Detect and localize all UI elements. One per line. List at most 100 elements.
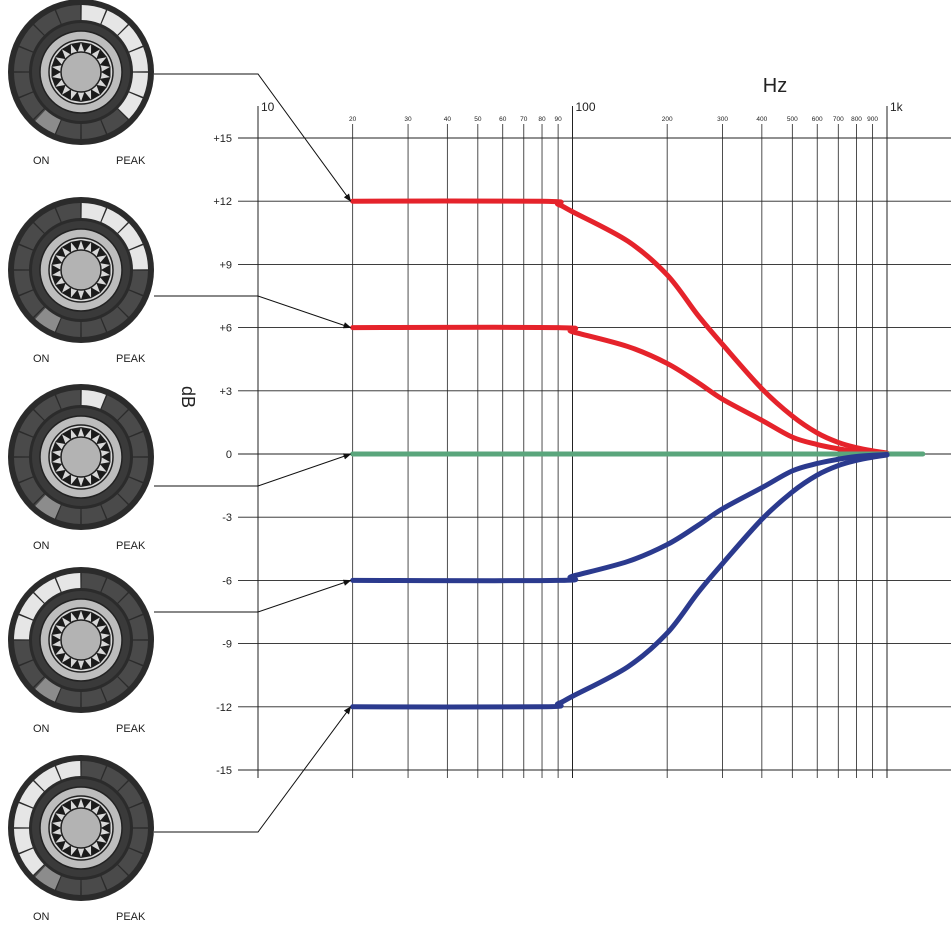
knob-led-segment: [19, 25, 44, 52]
knob-led-segment: [118, 848, 143, 875]
knob-led-segment: [101, 10, 128, 35]
knob-tooth: [96, 433, 108, 445]
x-major-tick-label: 1k: [890, 100, 904, 114]
knob-led-segment: [19, 660, 44, 687]
knob-led-segment: [101, 494, 128, 519]
knob-tooth: [96, 469, 108, 481]
knob-status-segment: [35, 495, 61, 519]
x-minor-tick-label: 200: [662, 116, 673, 123]
knob-tooth: [99, 462, 111, 473]
knob-led-segment: [81, 761, 106, 780]
x-minor-tick-label: 600: [812, 116, 823, 123]
knob-led-segment: [118, 410, 143, 437]
knob-peak-label: PEAK: [116, 540, 146, 552]
leader-line: [154, 453, 352, 487]
x-major-tick-label: 10: [261, 100, 275, 114]
knob-led-segment: [56, 203, 81, 222]
x-minor-tick-label: 500: [787, 116, 798, 123]
knob-peak-label: PEAK: [116, 155, 146, 167]
knob-led-segment: [129, 270, 148, 295]
y-tick-label: +6: [219, 323, 232, 335]
knob-tooth: [80, 91, 92, 102]
knob-tooth: [54, 433, 66, 445]
x-axis-label: Hz: [763, 75, 787, 97]
knob-led-segment: [101, 766, 128, 791]
knob-tooth: [96, 282, 108, 294]
knob-tooth: [61, 657, 71, 669]
knob-led-segment: [56, 318, 81, 337]
knob-tooth: [99, 645, 111, 656]
knob-led-segment: [34, 578, 61, 603]
knob-leader-lines: [154, 73, 352, 833]
x-minor-tick-label: 400: [756, 116, 767, 123]
knob-led-segment: [118, 25, 143, 52]
knob-tooth: [70, 240, 82, 251]
knob-tooth: [80, 847, 92, 858]
knob-tooth: [91, 845, 101, 857]
knob-tooth: [54, 84, 66, 96]
y-tick-label: -15: [216, 765, 232, 777]
knob-tooth: [54, 652, 66, 664]
knob-tooth: [96, 84, 108, 96]
leader-line: [154, 295, 352, 329]
knob-led-segment: [34, 10, 61, 35]
knob-tooth: [61, 287, 71, 299]
knob-led-segment: [34, 208, 61, 233]
knob-on-label: ON: [33, 540, 50, 552]
knob-tooth: [96, 616, 108, 628]
x-minor-tick-label: 40: [444, 116, 452, 123]
knob-led-segment: [129, 457, 148, 482]
knob-tooth: [80, 659, 92, 670]
knob-led-segment: [81, 318, 106, 337]
y-tick-labels: +15+12+9+6+30-3-6-9-12-15: [213, 133, 232, 777]
knob-tooth: [80, 289, 92, 300]
knob-led-segment: [129, 803, 148, 828]
y-tick-label: -12: [216, 702, 232, 714]
knob-on-label: ON: [33, 353, 50, 365]
knob-tooth: [51, 462, 63, 473]
x-minor-tick-label: 50: [474, 116, 482, 123]
knob-tooth: [101, 451, 111, 463]
y-axis-label: dB: [178, 386, 198, 408]
knob-led-segment: [118, 593, 143, 620]
knob-tooth: [99, 441, 111, 452]
knob-led-segment: [14, 828, 33, 853]
knob-center: [60, 436, 102, 478]
knob-led-segment: [101, 109, 128, 134]
x-minor-tick-label: 20: [349, 116, 357, 123]
x-minor-tick-label: 900: [867, 116, 878, 123]
knob-led-segment: [14, 72, 33, 97]
knob-tooth: [80, 42, 92, 53]
knob-led-segment: [19, 477, 44, 504]
knob-tooth: [96, 48, 108, 60]
x-minor-tick-label: 700: [833, 116, 844, 123]
knob-led-segment: [19, 593, 44, 620]
knob-tooth: [54, 246, 66, 258]
knob-led-segment: [118, 223, 143, 250]
x-major-tick-label: 100: [576, 100, 596, 114]
knob-led-segment: [81, 390, 106, 409]
knob-tooth: [91, 428, 101, 440]
knob-tooth: [51, 254, 63, 265]
knob-led-segment: [129, 432, 148, 457]
knob-tooth: [70, 476, 82, 487]
knob-tooth: [96, 652, 108, 664]
knob-peak-label: PEAK: [116, 353, 146, 365]
knob-led-segment: [14, 457, 33, 482]
x-minor-tick-label: 30: [404, 116, 412, 123]
knob-tooth: [61, 43, 71, 55]
knob-led-segment: [56, 390, 81, 409]
knob-led-segment: [81, 120, 106, 139]
knob-tooth: [70, 798, 82, 809]
knob-tooth: [99, 254, 111, 265]
knob-tooth: [99, 833, 111, 844]
knob-tooth: [51, 645, 63, 656]
knob-tooth: [54, 48, 66, 60]
knob-tooth: [61, 611, 71, 623]
knob-tooth: [70, 659, 82, 670]
y-tick-label: +15: [213, 133, 232, 145]
knob-tooth: [51, 77, 63, 88]
